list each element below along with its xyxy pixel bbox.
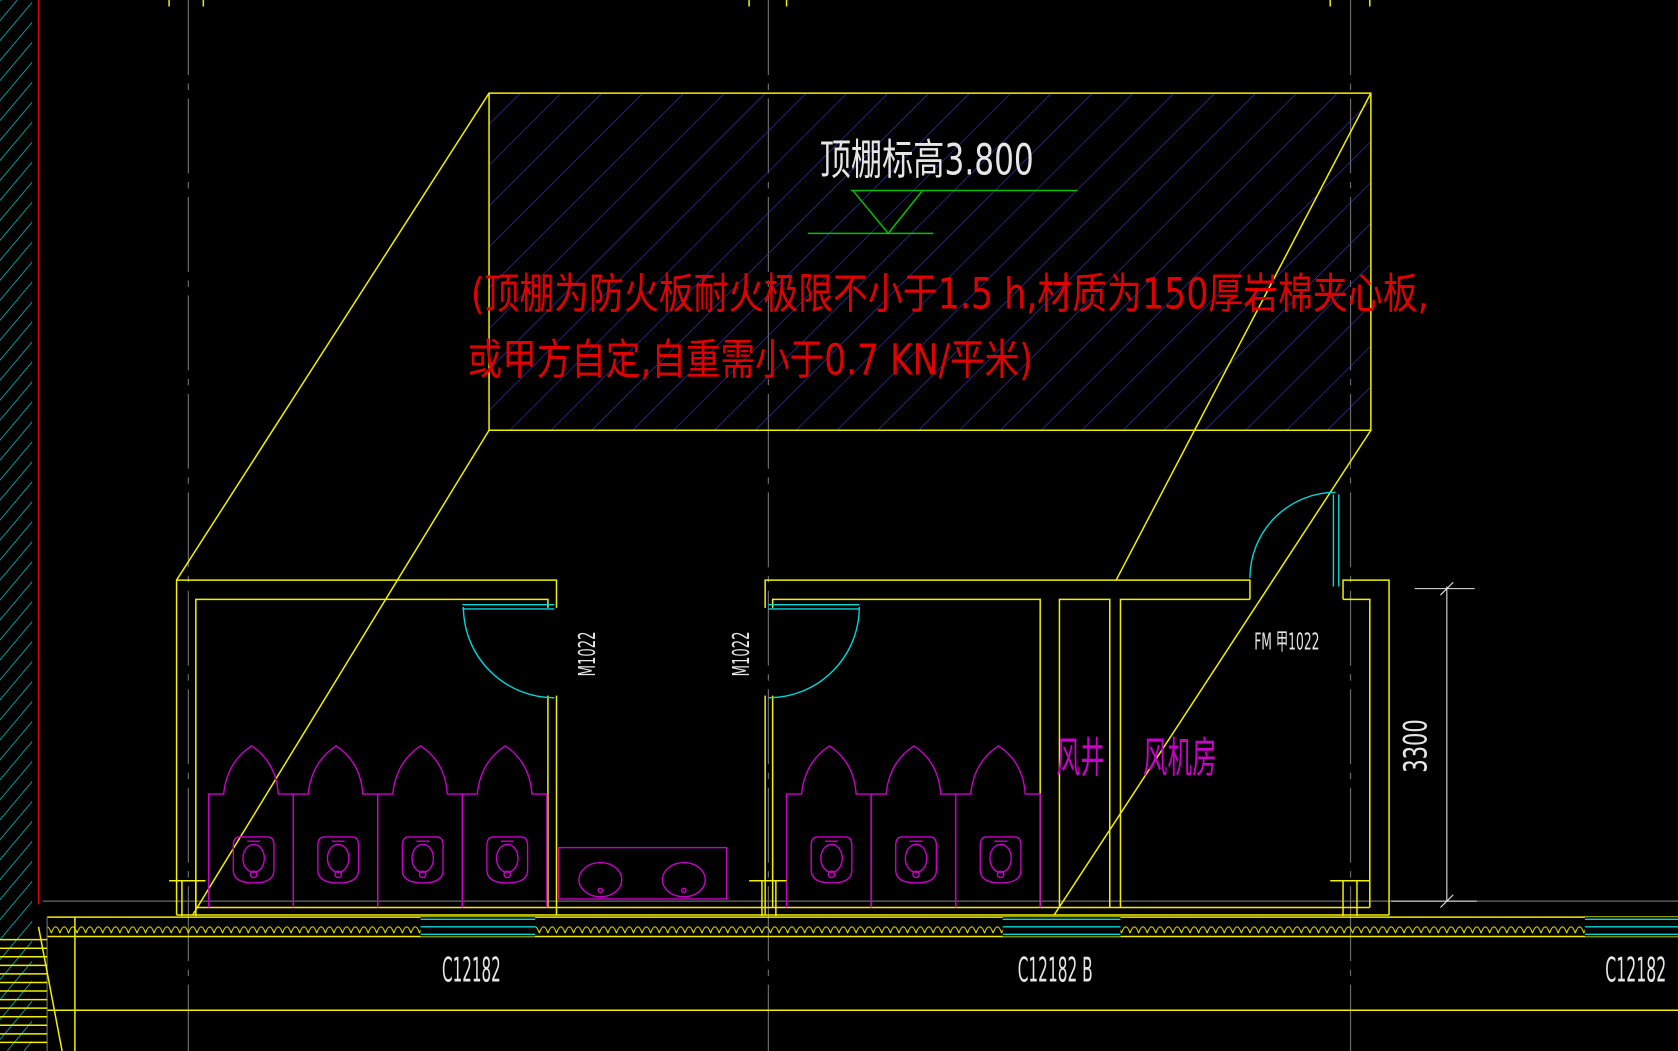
squat-toilet-stall — [377, 745, 464, 908]
room-label-shaft: 风井 — [1056, 734, 1104, 784]
ceiling-elevation-label: 顶棚标高3.800 — [820, 135, 1034, 185]
dimension-text: 3300 — [1397, 719, 1435, 773]
squat-pan-outline — [979, 836, 1022, 884]
squat-toilet-stall — [785, 745, 872, 908]
squat-pan-bowl — [411, 843, 435, 873]
squat-pan-drain — [249, 870, 258, 879]
stall-partition — [870, 745, 957, 908]
squat-pan-bowl — [326, 843, 350, 873]
room-label-fan-room: 风机房 — [1143, 734, 1217, 784]
wash-basin-counter — [557, 846, 728, 900]
ceiling-note-line1: (顶棚为防火板耐火极限不小于1.5 h,材质为150厚岩棉夹心板, — [471, 269, 1429, 319]
squat-pan-bowl — [495, 843, 519, 873]
squat-toilet-stall — [954, 745, 1041, 908]
squat-pan-bowl — [904, 843, 928, 873]
door-m1022-left — [462, 603, 555, 699]
stall-partition — [954, 745, 1041, 908]
elevation-marker-symbol — [807, 189, 1078, 235]
squat-pan-outline — [486, 836, 529, 884]
building-walls — [175, 579, 1390, 916]
window-label-1: C12182 — [442, 950, 501, 990]
left-hatched-wall — [0, 0, 33, 1051]
squat-pan-outline — [232, 836, 275, 884]
squat-toilet-stall — [292, 745, 379, 908]
door-m1022-right — [768, 603, 861, 699]
stall-partition — [377, 745, 464, 908]
squat-pan-drain — [334, 870, 343, 879]
window-segments — [420, 917, 1678, 937]
squat-pan-outline — [401, 836, 444, 884]
squat-toilet-stall — [461, 745, 548, 908]
squat-pan-outline — [895, 836, 938, 884]
squat-pan-drain — [996, 870, 1005, 879]
lower-building-lines — [37, 917, 1678, 1051]
stall-partition — [461, 745, 548, 908]
toilet-fixtures — [207, 745, 1041, 908]
squat-pan-bowl — [242, 843, 266, 873]
window-label-3: C12182 — [1605, 950, 1666, 990]
squat-toilet-stall — [870, 745, 957, 908]
stall-partition — [292, 745, 379, 908]
top-column-ticks — [168, 0, 1371, 7]
stall-partition — [207, 745, 294, 908]
stall-partition — [785, 745, 872, 908]
stair-hatch — [0, 938, 48, 1044]
squat-pan-drain — [827, 870, 836, 879]
squat-toilet-stall — [207, 745, 294, 908]
squat-pan-drain — [503, 870, 512, 879]
door-label-left: M1022 — [573, 631, 601, 676]
squat-pan-drain — [912, 870, 920, 879]
door-label-right: M1022 — [727, 631, 755, 676]
window-label-2: C12182 B — [1018, 950, 1093, 990]
squat-pan-drain — [418, 870, 427, 879]
door-label-fan-room: FM 甲1022 — [1254, 628, 1319, 656]
squat-pan-bowl — [820, 843, 843, 873]
exterior-wall-band — [47, 916, 1678, 938]
squat-pan-bowl — [989, 843, 1012, 873]
ceiling-projection-lines — [175, 92, 1372, 916]
squat-pan-outline — [317, 836, 360, 884]
ceiling-note-line2: 或甲方自定,自重需小于0.7 KN/平米) — [468, 336, 1033, 386]
column-base-markers — [169, 880, 1370, 917]
door-fm-fire-door — [1249, 491, 1340, 587]
height-dimension — [1391, 581, 1477, 908]
squat-pan-outline — [810, 836, 853, 884]
